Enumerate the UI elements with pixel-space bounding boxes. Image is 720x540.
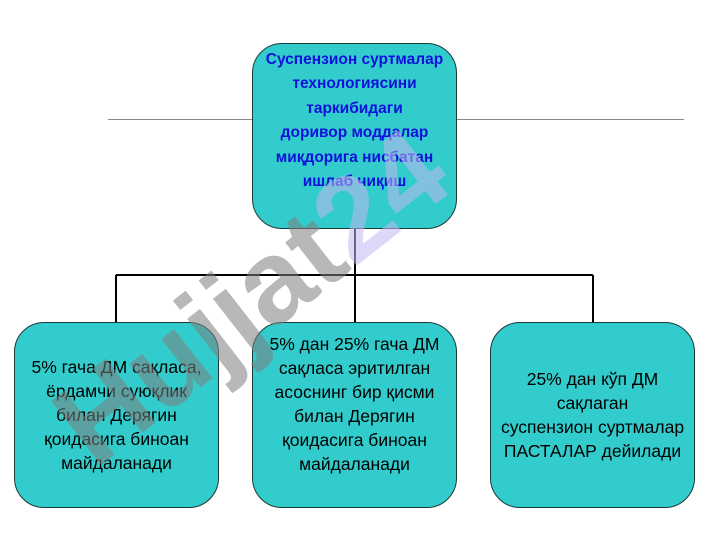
root-node: Суспензион суртмалар технологиясини тарк… xyxy=(252,43,457,229)
child-node-under-5-percent: 5% гача ДМ сақласа, ёрдамчи суюқлик била… xyxy=(14,322,219,508)
child-node-text: 5% гача ДМ сақласа, ёрдамчи суюқлик била… xyxy=(31,357,202,473)
child-node-5-to-25-percent: 5% дан 25% гача ДМ сақласа эритилган асо… xyxy=(252,322,457,508)
root-node-text: Суспензион суртмалар технологиясини тарк… xyxy=(265,50,444,191)
child-node-over-25-percent: 25% дан кўп ДМ сақлаган суспензион суртм… xyxy=(490,322,695,508)
child-node-text: 25% дан кўп ДМ сақлаган суспензион суртм… xyxy=(500,369,685,461)
child-node-text: 5% дан 25% гача ДМ сақласа эритилган асо… xyxy=(269,334,440,474)
